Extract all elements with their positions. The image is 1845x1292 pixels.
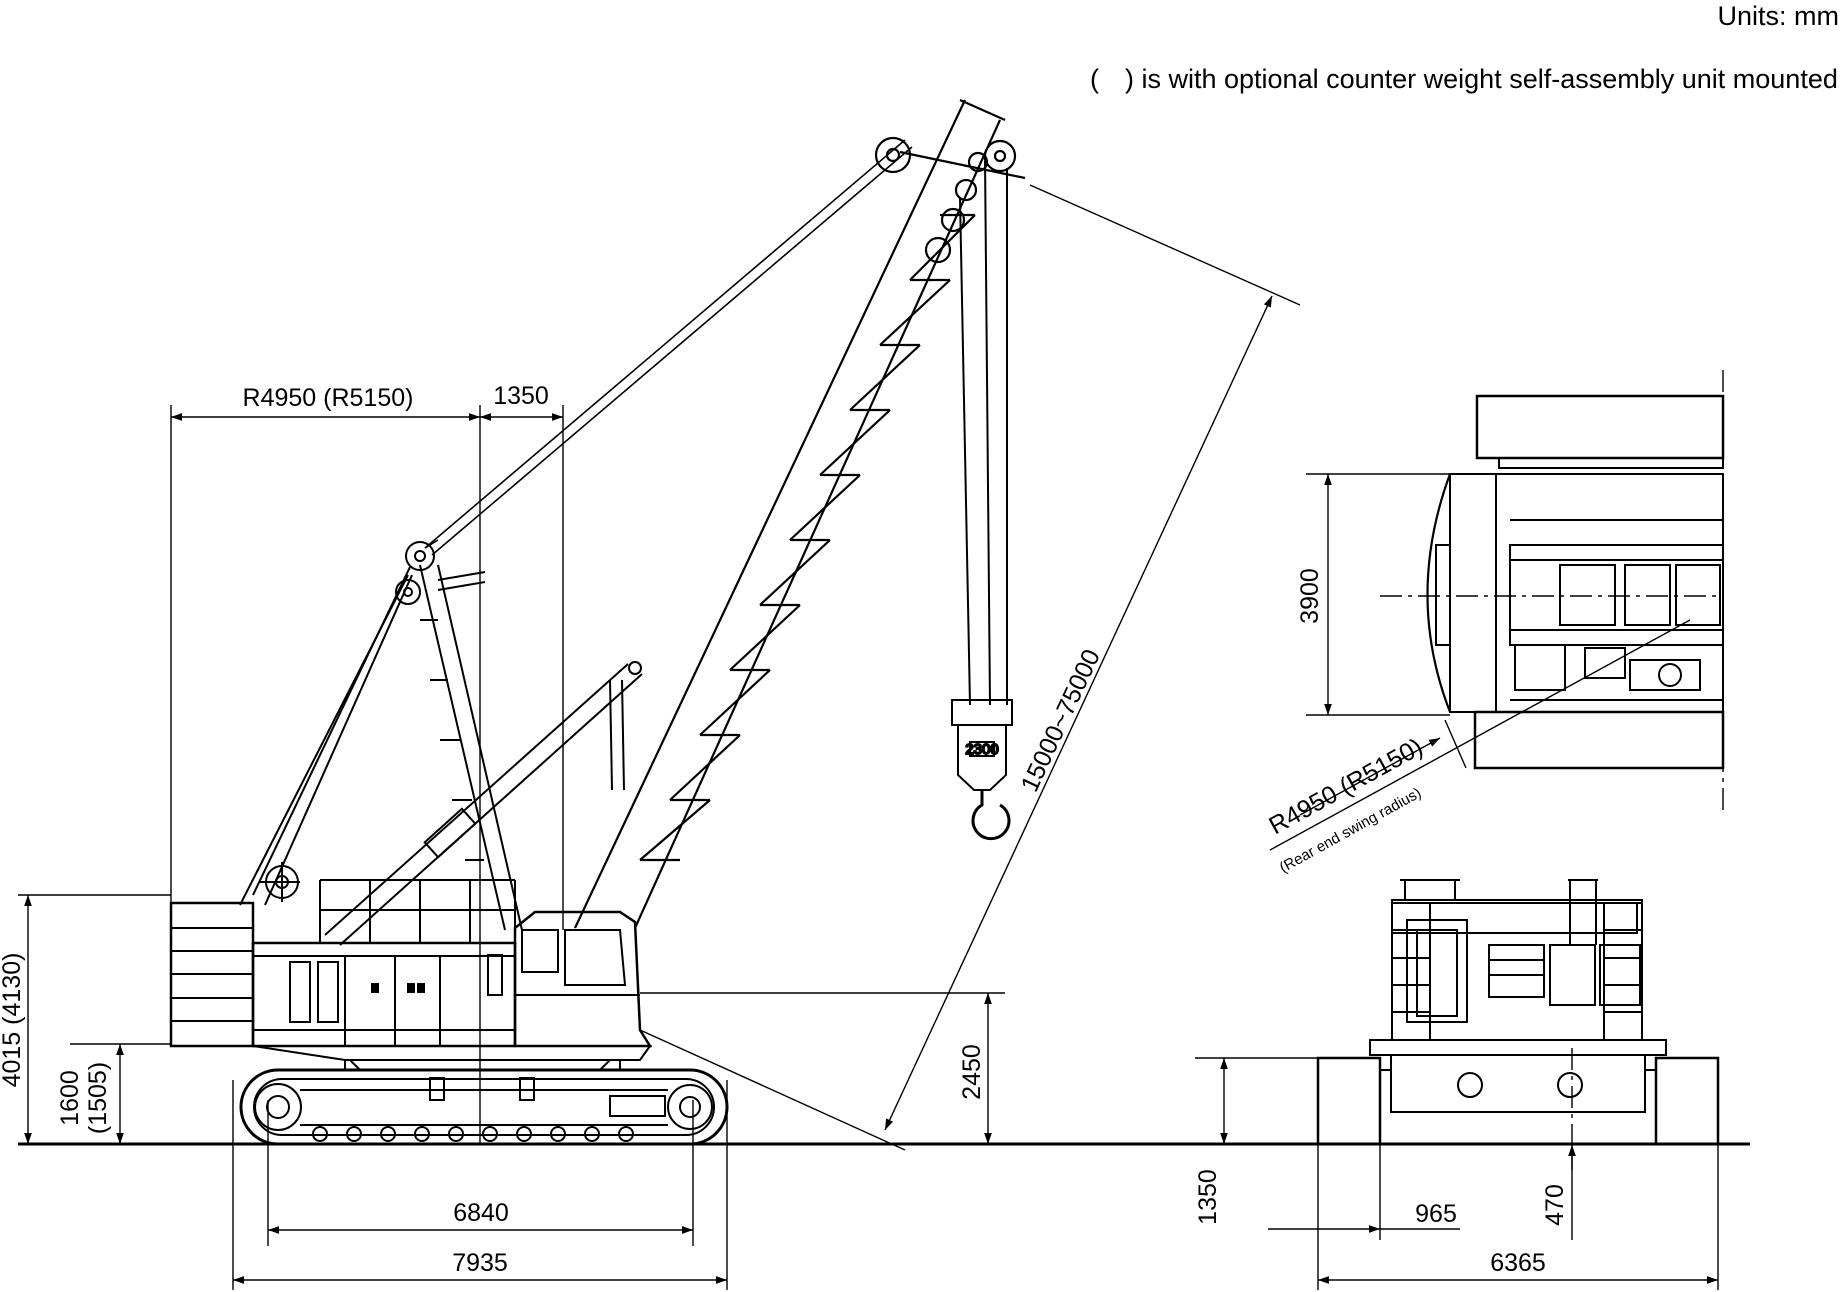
note-text: ) is with optional counter weight self-a… — [1125, 64, 1838, 94]
dim-upper-width: 3900 — [1296, 568, 1324, 624]
side-upper — [169, 862, 653, 1070]
units-note: Units: mm — [1717, 1, 1840, 31]
dim-counterweight-clearance-alt: (1505) — [84, 1062, 112, 1134]
dim-boom-foot-offset: 1350 — [493, 382, 549, 410]
hook-block-label: 2300 — [965, 741, 998, 758]
dim-crawler-height: 1350 — [1194, 1169, 1222, 1225]
optional-counterweight-note: ( ) is with optional counter weight self-… — [1090, 66, 1838, 93]
hook-block: 2300 — [951, 157, 1013, 841]
lattice-boom — [574, 98, 1026, 929]
dim-tumbler-distance: 6840 — [453, 1199, 509, 1227]
side-crawler — [239, 1059, 729, 1146]
dim-boom-length: 15000~75000 — [1016, 645, 1106, 796]
dim-crawler-length: 7935 — [452, 1249, 508, 1277]
front-view — [1195, 879, 1720, 1290]
pendant-lines — [424, 139, 913, 556]
side-gantry — [239, 541, 523, 931]
side-dimensions — [18, 184, 1301, 1290]
plan-view — [1269, 370, 1725, 851]
dim-shoe-width: 965 — [1415, 1200, 1457, 1228]
dim-rear-swing-radius: R4950 (R5150) — [243, 384, 414, 412]
dim-cab-height: 2450 — [958, 1044, 986, 1100]
dim-ground-clearance: 470 — [1541, 1184, 1569, 1226]
note-open-paren: ( — [1090, 64, 1099, 94]
boom-hoist-cylinder — [324, 661, 643, 946]
dim-overall-width: 6365 — [1490, 1249, 1546, 1277]
dim-counterweight-clearance: 1600 — [56, 1070, 84, 1126]
dim-overall-height: 4015 (4130) — [0, 953, 26, 1088]
